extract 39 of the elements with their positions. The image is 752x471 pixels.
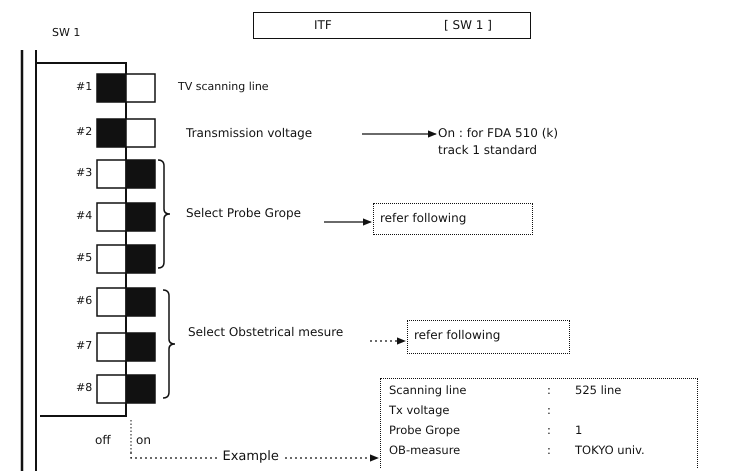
- setting-text: TV scanning line: [178, 80, 269, 94]
- note-box: [373, 203, 533, 235]
- table-cell: TOKYO univ.: [575, 444, 645, 458]
- example-table: [380, 378, 698, 468]
- table-cell: :: [547, 444, 551, 458]
- switch-number: #1: [76, 80, 92, 94]
- title-text: ITF: [314, 18, 332, 32]
- switch-title: SW 1: [52, 26, 80, 40]
- note-text: refer following: [414, 328, 500, 342]
- arrow: [324, 218, 372, 226]
- switch-number: #7: [76, 339, 92, 352]
- table-cell: 525 line: [575, 384, 622, 398]
- node-text: Transmission voltage: [186, 125, 356, 143]
- switch-number: #5: [76, 251, 92, 264]
- node-text: Select Probe Grope: [186, 205, 318, 239]
- arrow: [362, 130, 437, 138]
- switch-number: #6: [76, 294, 92, 308]
- switch-number: #4: [76, 209, 92, 222]
- node-text: On : for FDA 510 (k) track 1 standard: [438, 125, 588, 161]
- table-cell: Probe Grope: [389, 424, 460, 438]
- table-cell: 1: [575, 424, 582, 438]
- title-box: [253, 12, 531, 39]
- table-cell: OB-measure: [389, 444, 460, 458]
- state-label: off: [95, 433, 111, 448]
- note-box: [407, 320, 570, 354]
- edge-label: Example: [220, 449, 282, 464]
- table-cell: Tx voltage: [389, 404, 450, 418]
- switch-number: #2: [76, 125, 92, 138]
- table-cell: Scanning line: [389, 384, 466, 398]
- arrow: [370, 337, 406, 345]
- node-text: Select Obstetrical mesure: [188, 324, 364, 358]
- table-cell: :: [547, 404, 551, 418]
- table-cell: :: [547, 424, 551, 438]
- switch-number: #8: [76, 381, 92, 394]
- title-text: [ SW 1 ]: [444, 18, 492, 32]
- note-text: refer following: [380, 211, 466, 226]
- table-cell: :: [547, 384, 551, 398]
- switch-number: #3: [76, 166, 92, 180]
- state-label: on: [136, 433, 151, 448]
